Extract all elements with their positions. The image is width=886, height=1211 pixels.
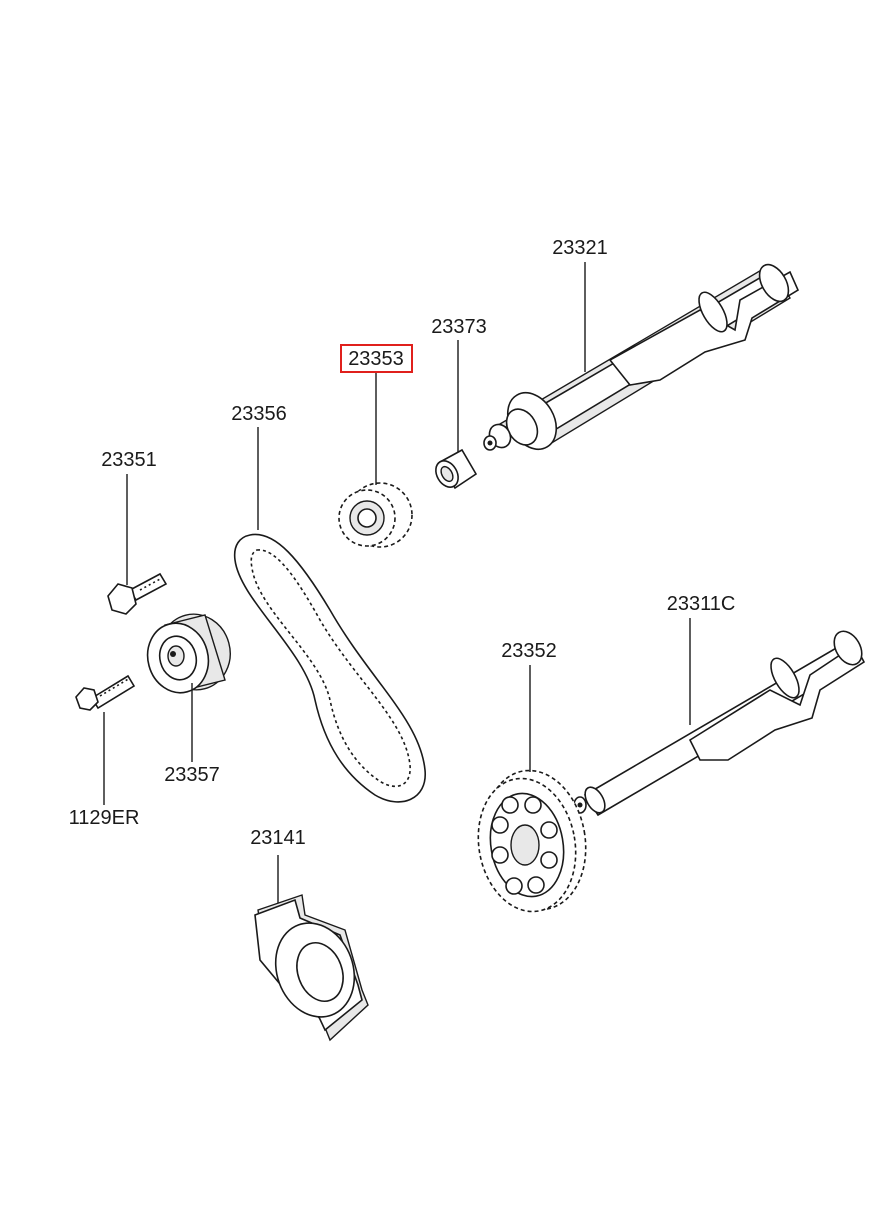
label-23357[interactable]: 23357 xyxy=(164,764,220,786)
large-sprocket-part[interactable] xyxy=(468,762,596,919)
lower-shaft-part[interactable] xyxy=(573,626,867,817)
label-23321[interactable]: 23321 xyxy=(552,237,608,259)
label-1129ER[interactable]: 1129ER xyxy=(69,807,140,829)
highlight-box xyxy=(340,344,413,373)
bolt-1129ER-part[interactable] xyxy=(75,674,136,711)
upper-shaft-part[interactable] xyxy=(483,260,800,458)
label-23373[interactable]: 23373 xyxy=(431,316,487,338)
idler-pulley-part[interactable] xyxy=(140,606,239,699)
label-23311C[interactable]: 23311C xyxy=(667,593,736,615)
timing-belt-part[interactable] xyxy=(233,533,426,803)
label-23351[interactable]: 23351 xyxy=(101,449,157,471)
label-23356[interactable]: 23356 xyxy=(231,403,287,425)
small-sprocket-part[interactable] xyxy=(338,482,413,548)
bolt-23351-part[interactable] xyxy=(107,572,168,615)
crank-plate-part[interactable] xyxy=(254,894,369,1042)
label-23141[interactable]: 23141 xyxy=(250,827,306,849)
label-23353[interactable]: 23353 xyxy=(348,348,404,370)
sleeve-23373-part[interactable] xyxy=(431,448,478,491)
label-23352[interactable]: 23352 xyxy=(501,640,557,662)
